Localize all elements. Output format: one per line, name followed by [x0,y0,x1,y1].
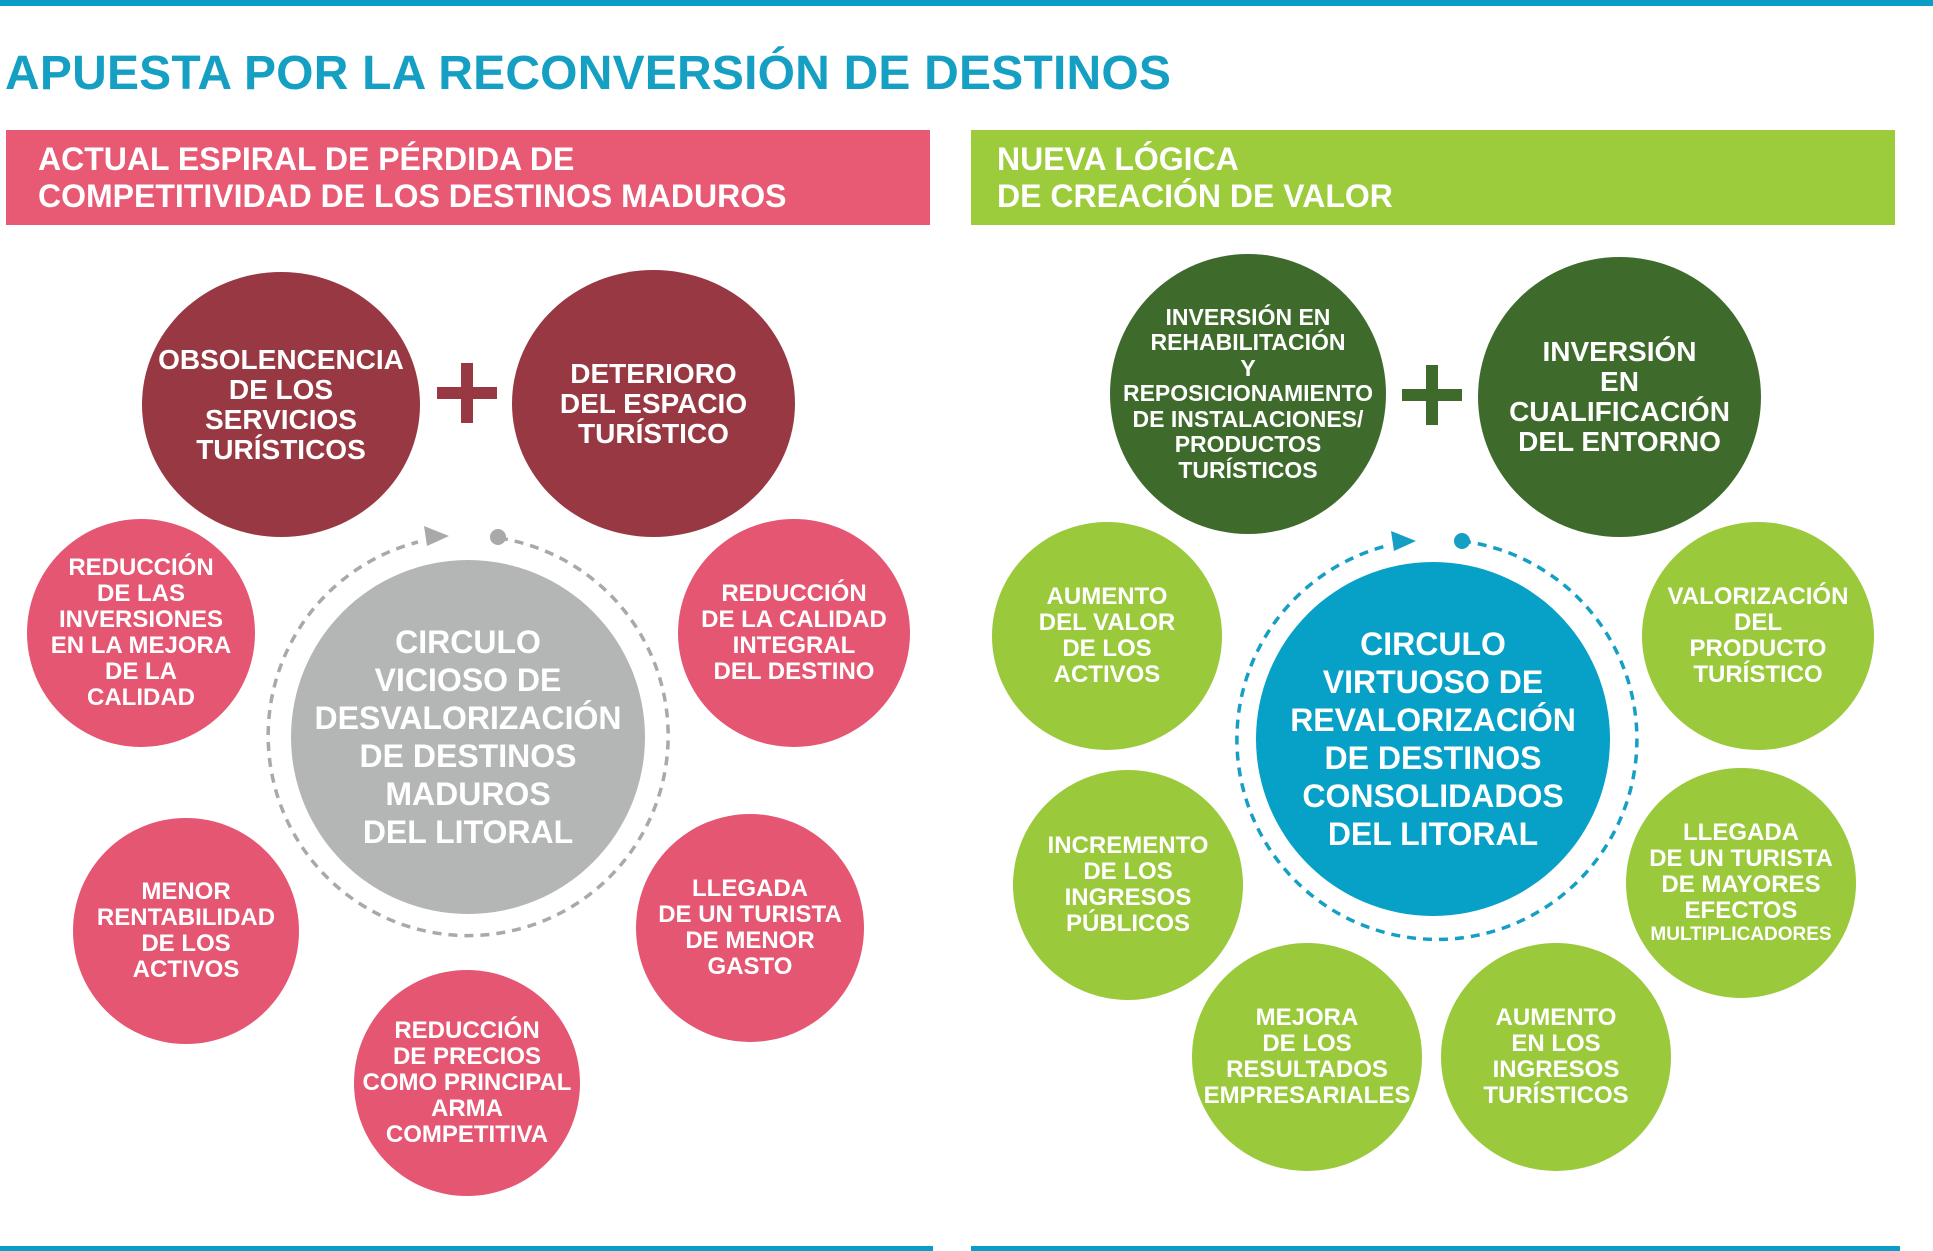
banner-right: NUEVA LÓGICA DE CREACIÓN DE VALOR [971,130,1895,225]
plus-icon [437,363,497,423]
left-satellite-reduccion-precios: REDUCCIÓN DE PRECIOS COMO PRINCIPAL ARMA… [354,970,580,1196]
right-satellite-llegada-turista: LLEGADA DE UN TURISTA DE MAYORES EFECTOS… [1626,768,1856,998]
arrow-head-icon [1391,531,1416,551]
right-satellite-valorizacion-producto: VALORIZACIÓN DEL PRODUCTO TURÍSTICO [1642,522,1874,750]
page-title: APUESTA POR LA RECONVERSIÓN DE DESTINOS [5,47,1172,100]
circle-label: REDUCCIÓN DE LAS INVERSIONES EN LA MEJOR… [50,554,232,711]
circle-label: MENOR RENTABILIDAD DE LOS ACTIVOS [96,878,276,983]
right-orbit-arc [1235,539,1639,942]
banner-right-text: NUEVA LÓGICA DE CREACIÓN DE VALOR [997,140,1393,214]
left-satellite-llegada-turista: LLEGADA DE UN TURISTA DE MENOR GASTO [636,814,864,1042]
circle-label: VALORIZACIÓN DEL PRODUCTO TURÍSTICO [1667,583,1849,688]
right-top-circle-inversion-rehabilitacion: INVERSIÓN EN REHABILITACIÓN Y REPOSICION… [1110,254,1386,534]
left-top-circle-deterioro: DETERIORO DEL ESPACIO TURÍSTICO [512,270,795,537]
left-top-circle-obsolencencia: OBSOLENCENCIA DE LOS SERVICIOS TURÍSTICO… [142,272,420,537]
start-dot-icon [490,529,506,545]
right-satellite-incremento-ingresos: INCREMENTO DE LOS INGRESOS PÚBLICOS [1013,770,1243,1000]
top-accent-line [0,0,1933,6]
circle-label: INVERSIÓN EN REHABILITACIÓN Y REPOSICION… [1122,303,1374,483]
bottom-line-left [0,1246,933,1251]
plus-icon [1402,365,1462,425]
right-top-circle-inversion-cualificacion: INVERSIÓN EN CUALIFICACIÓN DEL ENTORNO [1478,257,1761,537]
right-satellite-aumento-ingresos: AUMENTO EN LOS INGRESOS TURÍSTICOS [1441,943,1671,1171]
left-satellite-menor-rentabilidad: MENOR RENTABILIDAD DE LOS ACTIVOS [73,818,299,1044]
circle-label: DETERIORO DEL ESPACIO TURÍSTICO [559,357,748,449]
circle-label: OBSOLENCENCIA DE LOS SERVICIOS TURÍSTICO… [158,343,404,465]
circle-label: INVERSIÓN EN CUALIFICACIÓN DEL ENTORNO [1509,336,1730,457]
right-satellite-aumento-valor: AUMENTO DEL VALOR DE LOS ACTIVOS [992,522,1222,750]
circle-label: LLEGADA DE UN TURISTA DE MENOR GASTO [658,875,842,980]
circle-label: AUMENTO DEL VALOR DE LOS ACTIVOS [1038,583,1176,688]
arrow-head-icon [424,526,449,546]
circle-label: LLEGADA DE UN TURISTA DE MAYORES EFECTOS [1649,819,1833,924]
banner-left: ACTUAL ESPIRAL DE PÉRDIDA DE COMPETITIVI… [6,130,930,225]
right-satellite-mejora-resultados: MEJORA DE LOS RESULTADOS EMPRESARIALES [1192,943,1422,1171]
circle-label: REDUCCIÓN DE LA CALIDAD INTEGRAL DEL DES… [701,580,887,685]
left-satellite-reduccion-inversiones: REDUCCIÓN DE LAS INVERSIONES EN LA MEJOR… [27,519,255,747]
center-circle-label: CIRCULO VIRTUOSO DE REVALORIZACIÓN DE DE… [1290,626,1576,852]
circle-label: MEJORA DE LOS RESULTADOS EMPRESARIALES [1203,1004,1411,1109]
right-center-circulo-virtuoso: CIRCULO VIRTUOSO DE REVALORIZACIÓN DE DE… [1256,562,1610,916]
circle-label-small: MULTIPLICADORES [1650,924,1832,945]
circle-label: REDUCCIÓN DE PRECIOS COMO PRINCIPAL ARMA… [362,1017,572,1148]
circle-label: AUMENTO EN LOS INGRESOS TURÍSTICOS [1483,1004,1629,1109]
bottom-line-right [971,1246,1900,1251]
circle-label: INCREMENTO DE LOS INGRESOS PÚBLICOS [1047,832,1209,937]
left-satellite-reduccion-calidad: REDUCCIÓN DE LA CALIDAD INTEGRAL DEL DES… [678,519,910,747]
start-dot-icon [1454,533,1470,549]
left-center-circulo-vicioso: CIRCULO VICIOSO DE DESVALORIZACIÓN DE DE… [291,560,645,914]
banner-left-text: ACTUAL ESPIRAL DE PÉRDIDA DE COMPETITIVI… [38,140,787,214]
center-circle-label: CIRCULO VICIOSO DE DESVALORIZACIÓN DE DE… [314,624,622,850]
